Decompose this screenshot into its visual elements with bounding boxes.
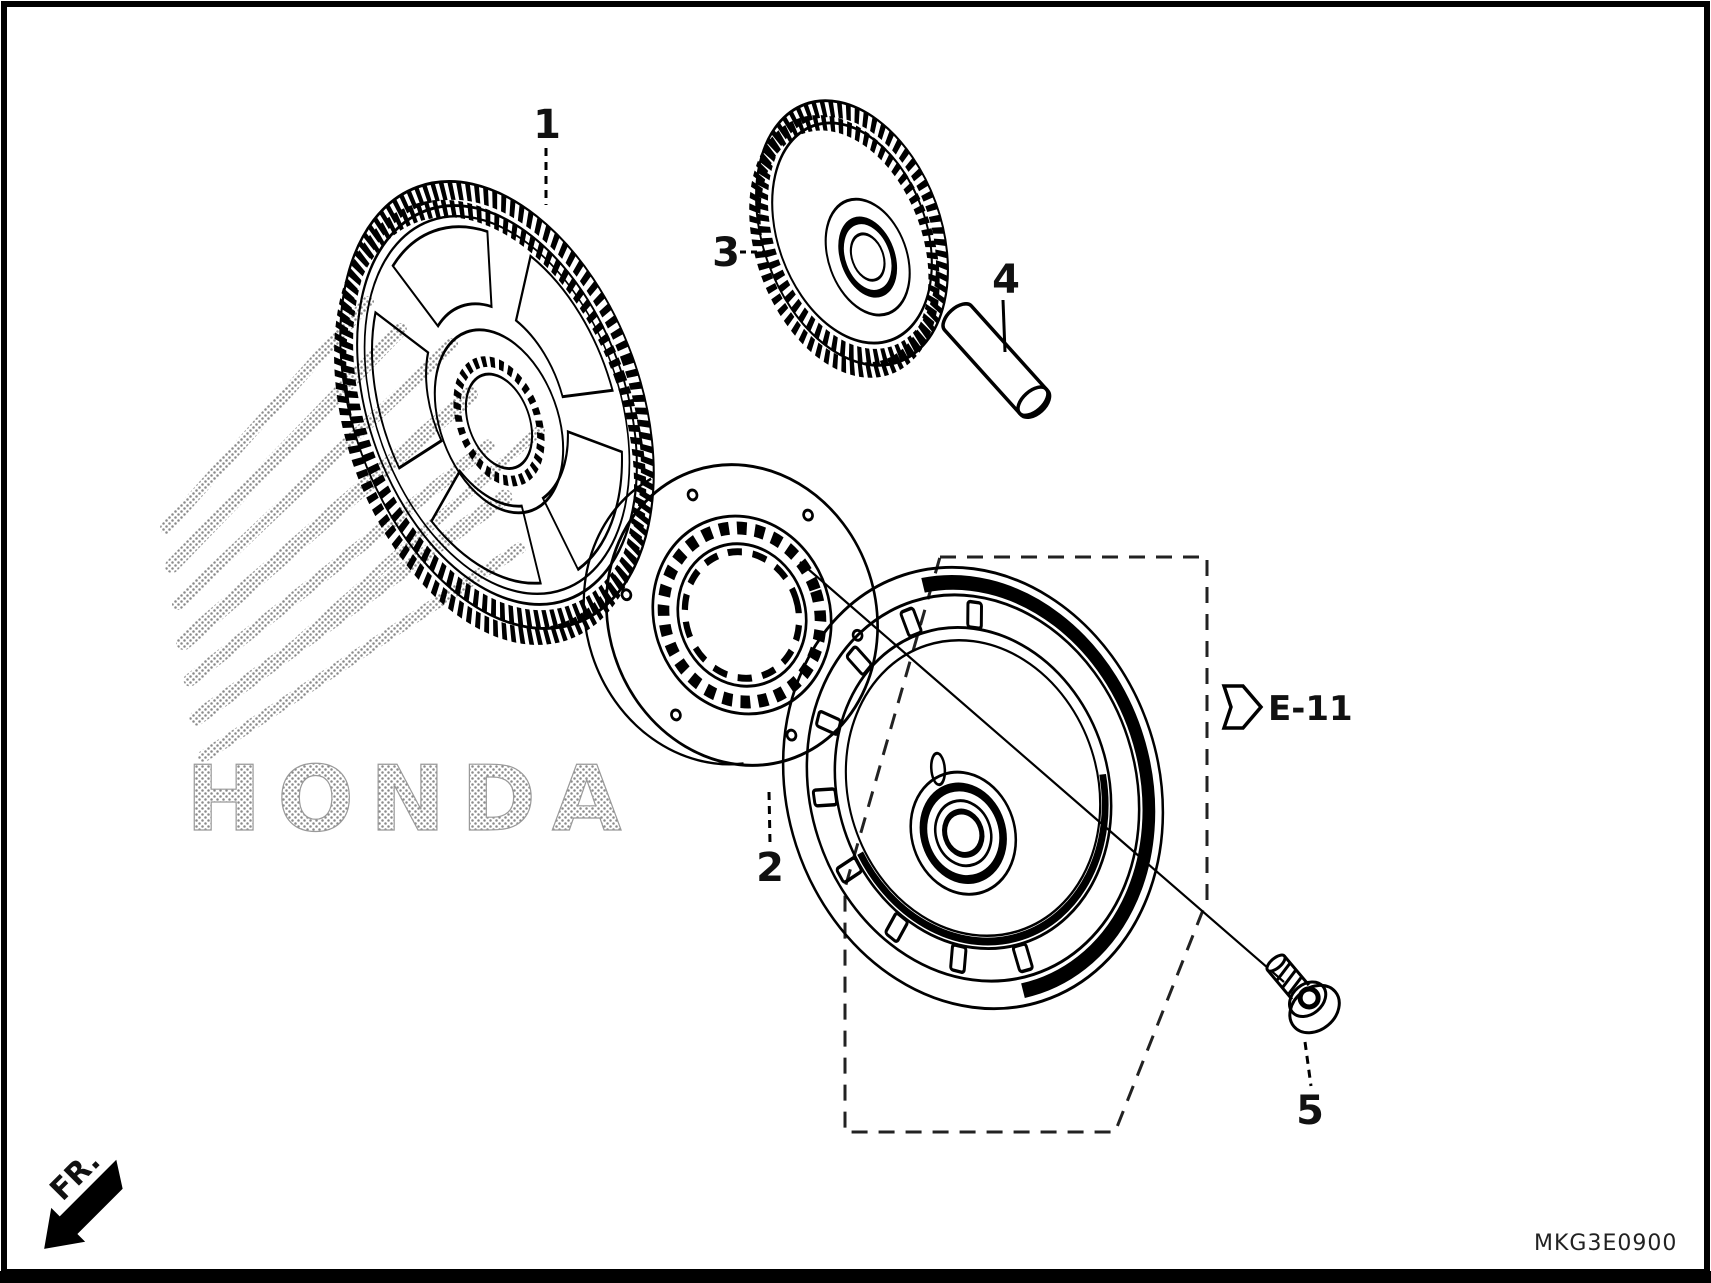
flywheel xyxy=(781,565,1165,1011)
part-leaders xyxy=(544,148,1313,1087)
starter-reduction-gear xyxy=(749,99,949,378)
bolt-leader-line xyxy=(799,561,1285,983)
page-border-bottom xyxy=(0,1271,1711,1283)
e11-reference-arrow-icon xyxy=(1221,684,1264,730)
e11-reference-label: E-11 xyxy=(1268,689,1353,729)
flywheel-slots xyxy=(811,599,1034,974)
part-label-2[interactable]: 2 xyxy=(756,845,784,891)
part-label-3[interactable]: 3 xyxy=(712,230,740,276)
part-label-4[interactable]: 4 xyxy=(992,257,1020,303)
starter-driven-gear xyxy=(334,180,655,645)
flange-bolt xyxy=(1265,953,1341,1035)
fr-direction: FR. xyxy=(43,1144,123,1249)
flywheel-hub xyxy=(909,751,1018,896)
leader-5 xyxy=(1303,1041,1313,1087)
e11-reference[interactable]: E-11 xyxy=(1221,684,1353,730)
dowel-pin xyxy=(941,302,1052,420)
part-label-1[interactable]: 1 xyxy=(533,102,561,148)
leader-2 xyxy=(767,791,772,844)
part-label-5[interactable]: 5 xyxy=(1296,1088,1324,1134)
leader-4 xyxy=(1001,299,1007,353)
halftone-streaks xyxy=(160,296,545,762)
honda-watermark: HONDA xyxy=(186,747,638,852)
fr-direction-arrow-icon xyxy=(44,1159,123,1249)
diagram-code: MKG3E0900 xyxy=(1534,1231,1677,1256)
